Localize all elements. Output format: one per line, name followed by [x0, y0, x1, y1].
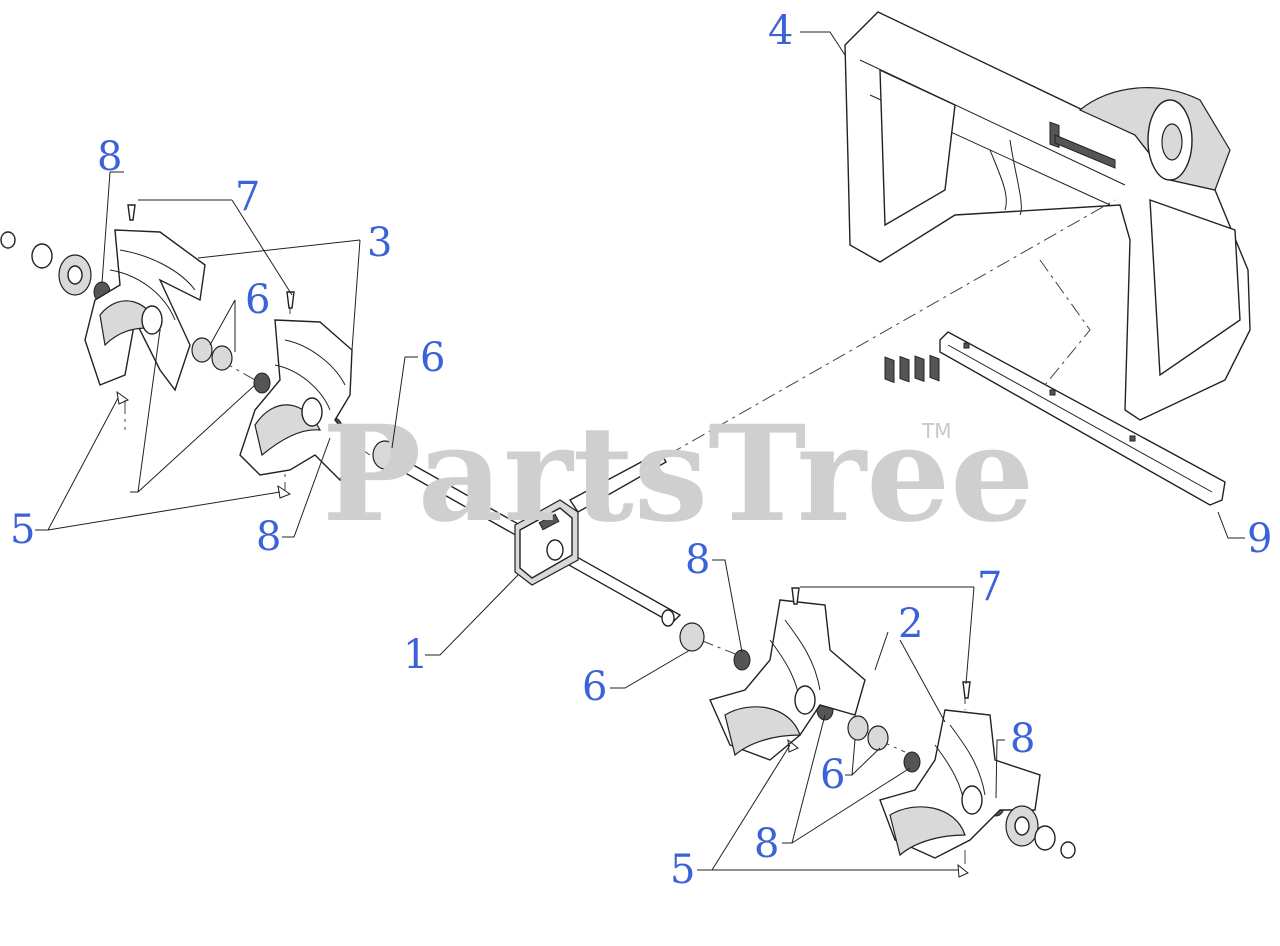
gearbox — [514, 499, 579, 586]
callout-7-left: 7 — [235, 174, 260, 220]
callout-8-lower-middle: 8 — [685, 537, 710, 583]
callout-7-right: 7 — [977, 564, 1002, 610]
callout-3: 3 — [367, 220, 392, 266]
callout-9: 9 — [1247, 516, 1272, 562]
leader-lines — [35, 31, 1245, 871]
callout-8-middle-left: 8 — [256, 514, 281, 560]
callout-6-upper-left: 6 — [245, 277, 270, 323]
callout-1: 1 — [403, 632, 428, 678]
callout-6-lower: 6 — [582, 664, 607, 710]
scraper-bar — [939, 331, 1226, 506]
bushings — [191, 337, 889, 751]
callout-5-right: 5 — [670, 847, 695, 893]
callout-numbers: 1 2 3 4 5 5 6 6 6 6 7 7 8 8 8 8 8 9 — [10, 8, 1272, 893]
callout-8-upper-left: 8 — [97, 134, 122, 180]
watermark-trademark: TM — [921, 419, 951, 443]
callout-8-right: 8 — [1010, 716, 1035, 762]
watermark-text: PartsTree — [322, 397, 1034, 552]
right-auger-inner — [709, 599, 866, 761]
left-auger-outer — [84, 229, 206, 392]
callout-6-middle: 6 — [420, 335, 445, 381]
callout-5-left: 5 — [10, 507, 35, 553]
callout-2: 2 — [898, 601, 923, 647]
auger-housing — [844, 11, 1251, 421]
callout-8-bottom: 8 — [754, 821, 779, 867]
right-end-hardware — [1005, 805, 1076, 859]
shear-bolts — [127, 204, 971, 699]
right-auger-outer — [879, 709, 1041, 859]
callout-4: 4 — [768, 8, 793, 54]
left-auger-inner — [239, 319, 356, 482]
left-end-hardware — [0, 231, 92, 296]
callout-6-right: 6 — [820, 752, 845, 798]
